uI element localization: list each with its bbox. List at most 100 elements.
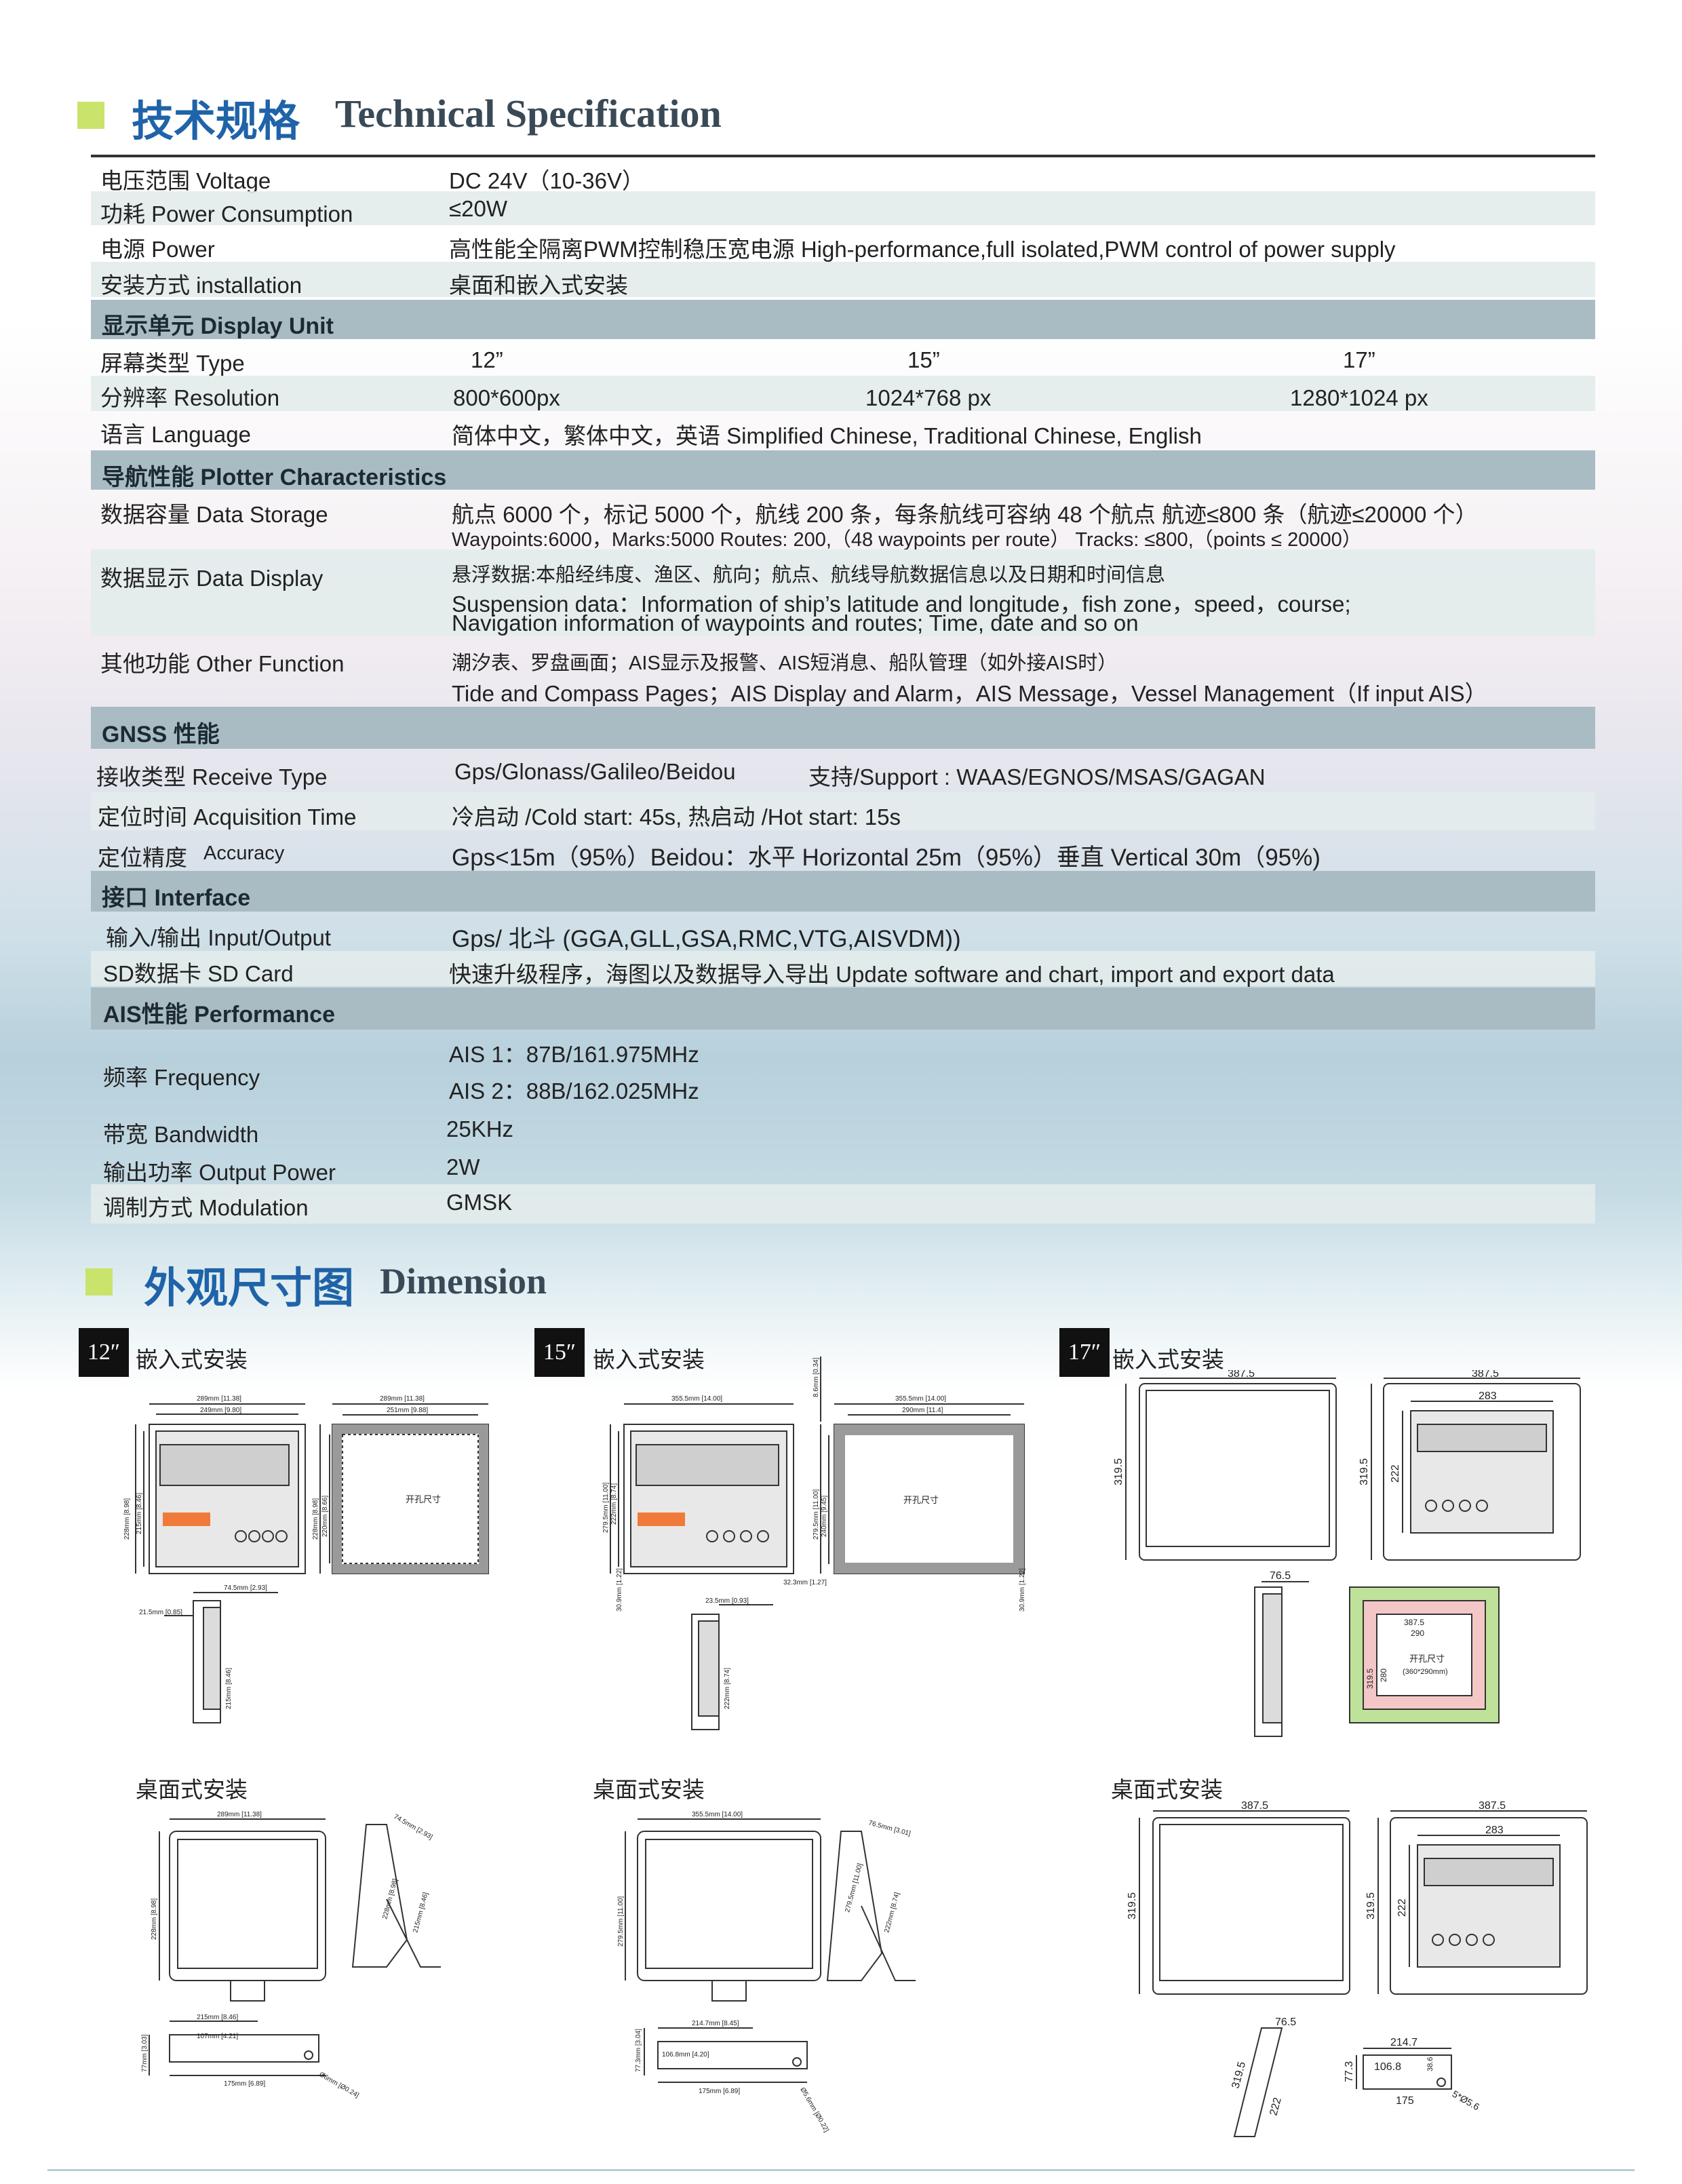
- row-language: 语言 Language 简体中文，繁体中文，英语 Simplified Chin…: [91, 412, 1595, 448]
- size-badge-17: 17″: [1059, 1328, 1110, 1377]
- label: 数据容量 Data Storage: [100, 502, 328, 527]
- value-2: 支持/Support : WAAS/EGNOS/MSAS/GAGAN: [808, 764, 1266, 789]
- section-marker-icon: [85, 1268, 113, 1295]
- desktop-label-12: 桌面式安装: [136, 1776, 248, 1803]
- label: 安装方式 installation: [100, 273, 302, 298]
- dim-15-cut-height: 240mm [9.45]: [821, 1496, 828, 1537]
- section-gnss: GNSS 性能: [91, 707, 1595, 749]
- dim-15-desk-height: 279.5mm [11.00]: [617, 1896, 625, 1947]
- value-line2: Waypoints:6000，Marks:5000 Routes: 200,（4…: [452, 529, 1362, 551]
- row-modulation: 调制方式 Modulation GMSK: [91, 1184, 1595, 1224]
- value-line2: Tide and Compass Pages；AIS Display and A…: [452, 681, 1487, 706]
- embedded-label-15: 嵌入式安装: [593, 1346, 705, 1373]
- cutout-label-12: 开孔尺寸: [406, 1494, 441, 1504]
- label: 分辨率 Resolution: [100, 385, 280, 410]
- label: 屏幕类型 Type: [100, 351, 245, 376]
- dim-12-depth: 74.5mm [2.93]: [224, 1584, 267, 1592]
- dim-15-bot-left: 30.9mm [1.22]: [616, 1568, 623, 1612]
- dim-17-rear-width: 387.5: [1472, 1370, 1499, 1380]
- row-receive-type: 接收类型 Receive Type Gps/Glonass/Galileo/Be…: [91, 750, 1595, 791]
- dim-17-desk-rear-inner-height: 222: [1396, 1898, 1408, 1917]
- dim-17-width: 387.5: [1228, 1370, 1255, 1380]
- dim-12-base-h: 77mm [3.03]: [141, 2034, 149, 2072]
- dim-17-desk-rear-width: 387.5: [1479, 1800, 1506, 1812]
- dim-17-base-h: 77.3: [1344, 2061, 1355, 2082]
- dim-12-base2: 107mm [4.21]: [197, 2033, 238, 2040]
- dim-15-depth: 23.5mm [0.93]: [705, 1597, 749, 1605]
- value: 快速升级程序，海图以及数据导入导出 Update software and ch…: [449, 962, 1335, 987]
- label-en: Accuracy: [203, 842, 285, 864]
- section-interface: 接口 Interface: [91, 871, 1595, 912]
- value: 简体中文，繁体中文，英语 Simplified Chinese, Traditi…: [452, 423, 1202, 448]
- dim-12-cut-height: 220mm [8.66]: [321, 1496, 329, 1537]
- value: GMSK: [446, 1190, 513, 1215]
- drawing-17-embedded: 387.5 319.5 387.5 283 319.5 222 76.5 387…: [1113, 1370, 1581, 1737]
- value-17: 1280*1024 px: [1290, 385, 1428, 410]
- dim-15-base-h: 77.3mm [3.04]: [635, 2029, 642, 2072]
- label: SD数据卡 SD Card: [103, 961, 294, 986]
- value-15: 15”: [907, 347, 940, 372]
- value-line1: AIS 1：87B/161.975MHz: [449, 1042, 699, 1067]
- label: 接收类型 Receive Type: [96, 764, 328, 789]
- label: 调制方式 Modulation: [103, 1195, 309, 1220]
- section-title: 显示单元 Display Unit: [102, 313, 334, 339]
- label: 带宽 Bandwidth: [103, 1122, 259, 1147]
- dim-17-rear-height: 319.5: [1358, 1458, 1370, 1485]
- dim-15-side: 32.3mm [1.27]: [783, 1579, 827, 1586]
- dim-12-base1: 215mm [8.46]: [197, 2014, 238, 2021]
- dim-15-desk-side-height2: 222mm [8.74]: [883, 1892, 901, 1934]
- value: 高性能全隔离PWM控制稳压宽电源 High-performance,full i…: [449, 237, 1396, 262]
- value-line2: Suspension data：Information of ship’s la…: [452, 591, 1351, 617]
- dimension-title-en: Dimension: [380, 1261, 547, 1302]
- label: 功耗 Power Consumption: [100, 201, 353, 227]
- drawing-15-embedded: 355.5mm [14.00] 279.5mm [11.00] 222mm [8…: [602, 1357, 1026, 1730]
- row-data-display: 数据显示 Data Display 悬浮数据:本船经纬度、渔区、航向；航点、航线…: [91, 549, 1595, 636]
- dim-17-desk-side-inner: 222: [1268, 2097, 1283, 2117]
- section-title: GNSS 性能: [102, 722, 220, 747]
- dim-17-hole: 5*Ø5.6: [1451, 2088, 1482, 2113]
- value-1: Gps/Glonass/Galileo/Beidou: [454, 759, 736, 784]
- dim-17-depth: 76.5: [1270, 1570, 1291, 1582]
- label: 输出功率 Output Power: [103, 1160, 336, 1185]
- dim-17-cut-width2: 290: [1411, 1629, 1424, 1638]
- value: Gps<15m（95%）Beidou：水平 Horizontal 25m（95%…: [452, 844, 1321, 871]
- spec-title-en: Technical Specification: [335, 92, 722, 136]
- dim-17-base-h2: 38.6: [1426, 2057, 1434, 2071]
- dim-15-side-height: 222mm [8.74]: [724, 1668, 731, 1709]
- dim-17-cut-height: 319.5: [1365, 1669, 1375, 1689]
- dim-15-base3: 175mm [6.89]: [699, 2088, 740, 2095]
- dim-12-width: 289mm [11.38]: [197, 1395, 241, 1403]
- dim-17-base3: 175: [1396, 2095, 1414, 2107]
- dim-15-base2: 106.8mm [4.20]: [662, 2051, 709, 2059]
- dim-12-hole: Ø6mm [Ø0.24]: [318, 2071, 360, 2099]
- dim-12-cut-width: 251mm [9.88]: [387, 1407, 428, 1414]
- drawing-15-desktop: 355.5mm [14.00] 279.5mm [11.00] 76.5mm […: [617, 1811, 916, 2134]
- value: 桌面和嵌入式安装: [449, 273, 628, 298]
- row-io: 输入/输出 Input/Output Gps/ 北斗 (GGA,GLL,GSA,…: [91, 913, 1595, 952]
- section-title: AIS性能 Performance: [103, 1002, 335, 1028]
- section-marker-icon: [77, 102, 104, 129]
- dim-17-desk-side-height: 319.5: [1230, 2061, 1248, 2090]
- dim-15-cut-width: 290mm [11.4]: [902, 1407, 943, 1414]
- section-display-unit: 显示单元 Display Unit: [91, 300, 1595, 339]
- value-line3: Navigation information of waypoints and …: [452, 610, 1139, 636]
- dim-15-width: 355.5mm [14.00]: [671, 1395, 722, 1403]
- value-line2: AIS 2：88B/162.025MHz: [449, 1078, 699, 1104]
- row-bandwidth: 带宽 Bandwidth 25KHz: [91, 1110, 1595, 1147]
- spec-title-cn: 技术规格: [132, 96, 300, 146]
- label: 电源 Power: [100, 237, 215, 262]
- dim-15-top: 8.6mm [0.34]: [813, 1357, 820, 1397]
- dim-12-desk-side-height2: 215mm [8.46]: [412, 1892, 430, 1934]
- dim-12-cut-height-outer: 228mm [8.98]: [312, 1498, 319, 1540]
- dim-17-desk-rear-inner-width: 283: [1485, 1825, 1504, 1836]
- dim-12-width2: 249mm [9.80]: [200, 1407, 241, 1414]
- value-17: 17”: [1343, 347, 1375, 372]
- drawing-17-desktop: 387.5 319.5 387.5 283 319.5 222 76.5 319…: [1127, 1800, 1588, 2137]
- dim-17-cut-width: 387.5: [1404, 1618, 1424, 1627]
- row-sd-card: SD数据卡 SD Card 快速升级程序，海图以及数据导入导出 Update s…: [91, 951, 1595, 987]
- section-title: 导航性能 Plotter Characteristics: [102, 465, 447, 490]
- row-type: 屏幕类型 Type 12” 15” 17”: [91, 340, 1595, 376]
- cutout-label-17: 开孔尺寸: [1409, 1654, 1445, 1664]
- dim-17-desk-depth: 76.5: [1275, 2016, 1296, 2028]
